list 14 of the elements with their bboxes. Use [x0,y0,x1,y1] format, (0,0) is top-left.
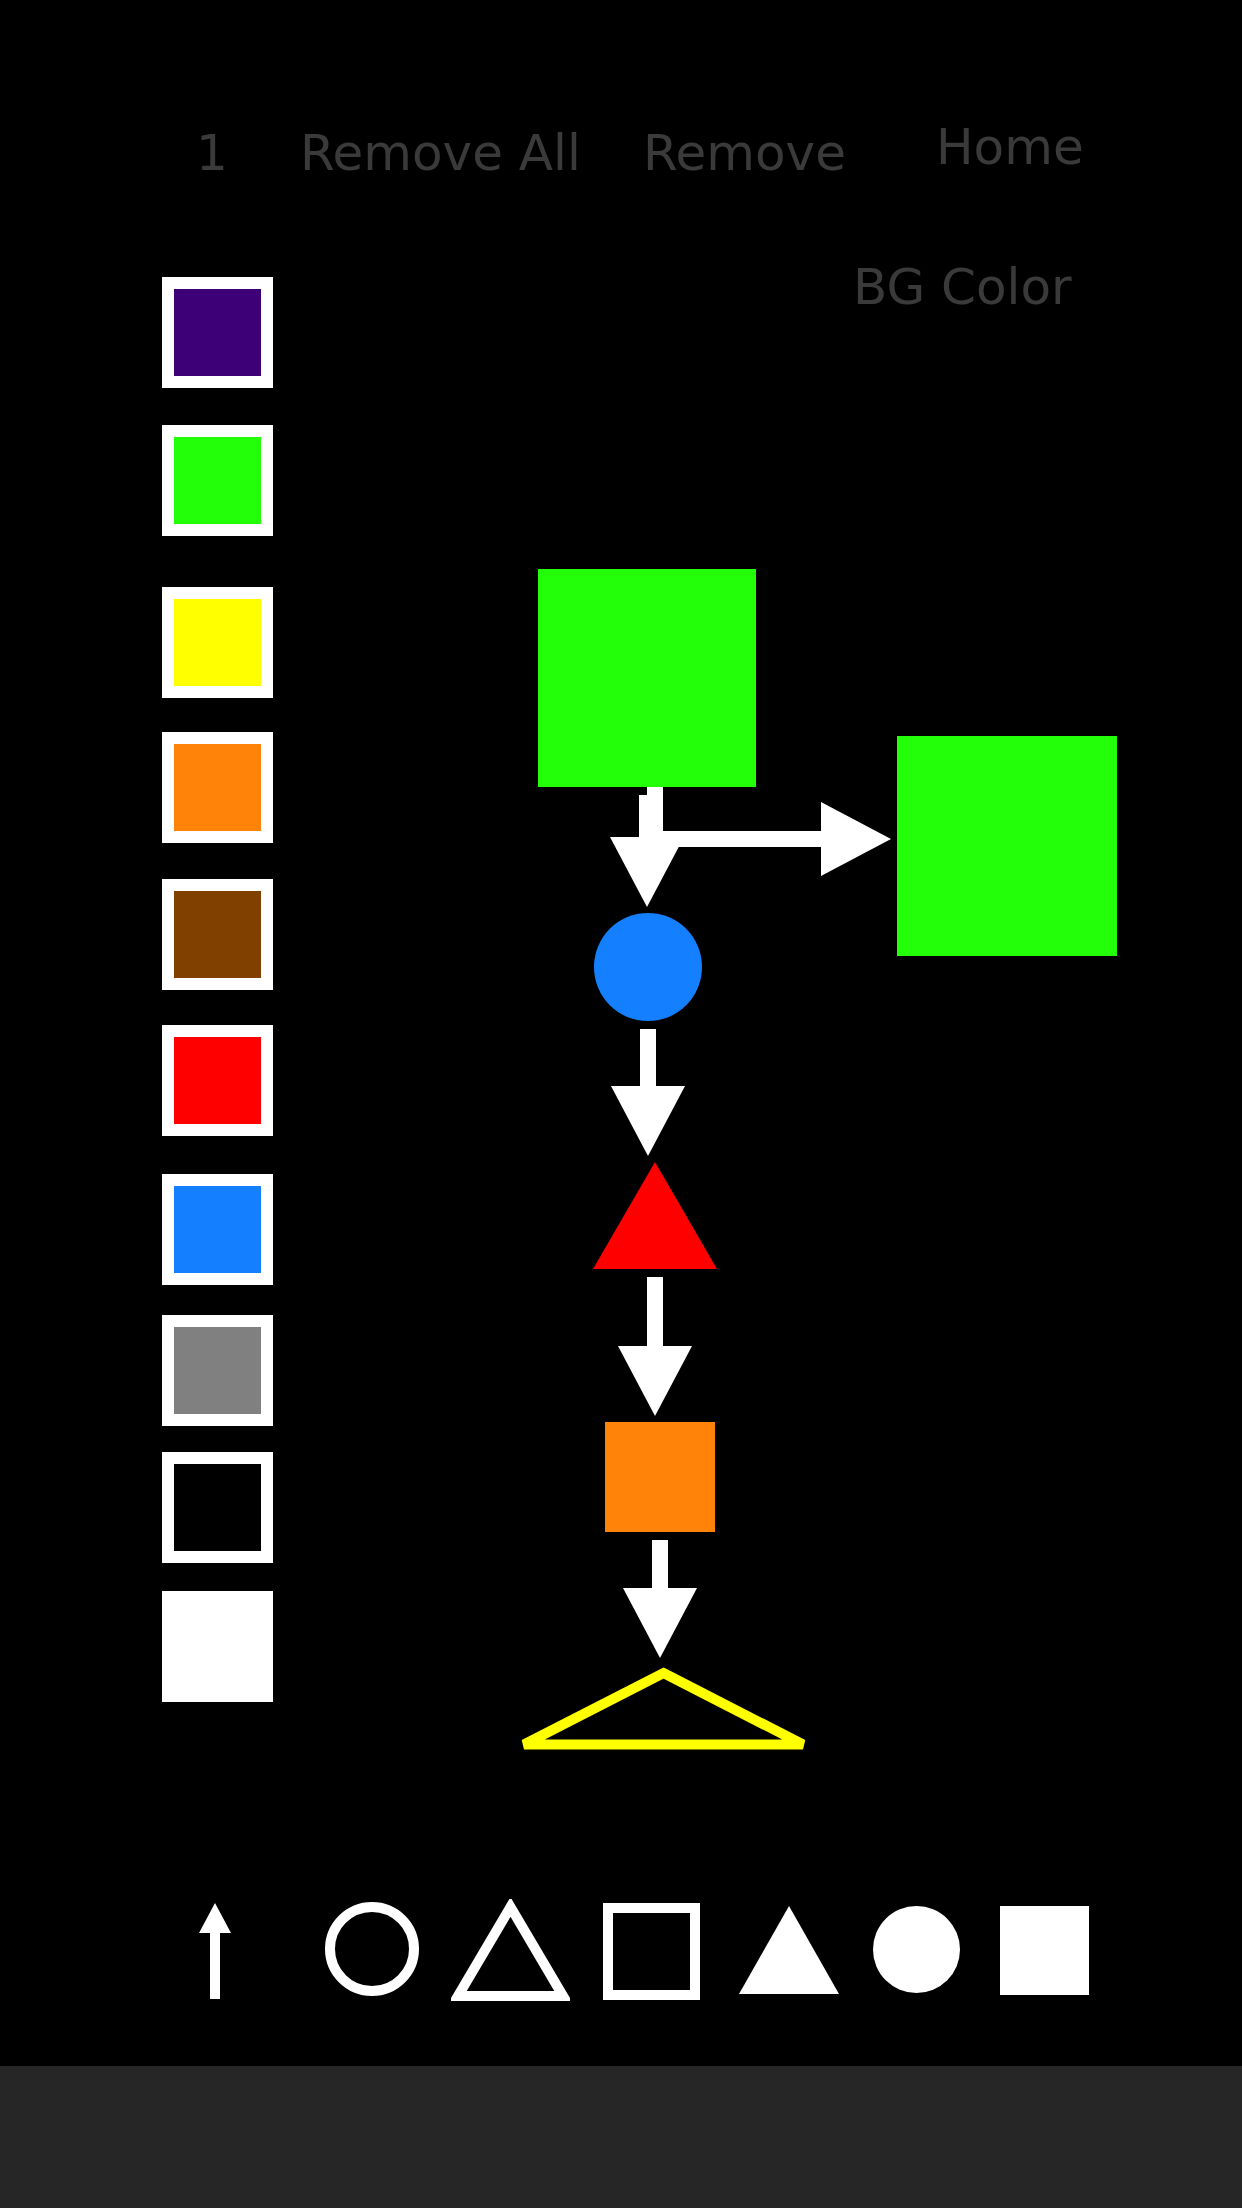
menu-item: BG Color [853,262,1072,312]
triangle-shape [593,1162,717,1269]
menu-item: Remove All [300,128,581,178]
arrow [647,787,891,876]
arrow [618,1277,692,1416]
arrow [611,1029,685,1156]
counter-text: 1 [196,128,228,178]
square-shape [538,569,756,787]
menu-item: Remove [643,128,846,178]
circle-shape [594,913,702,1021]
arrow [623,1540,697,1658]
square-shape [897,736,1117,956]
menu-item: Home [936,122,1084,172]
square-shape [605,1422,715,1532]
